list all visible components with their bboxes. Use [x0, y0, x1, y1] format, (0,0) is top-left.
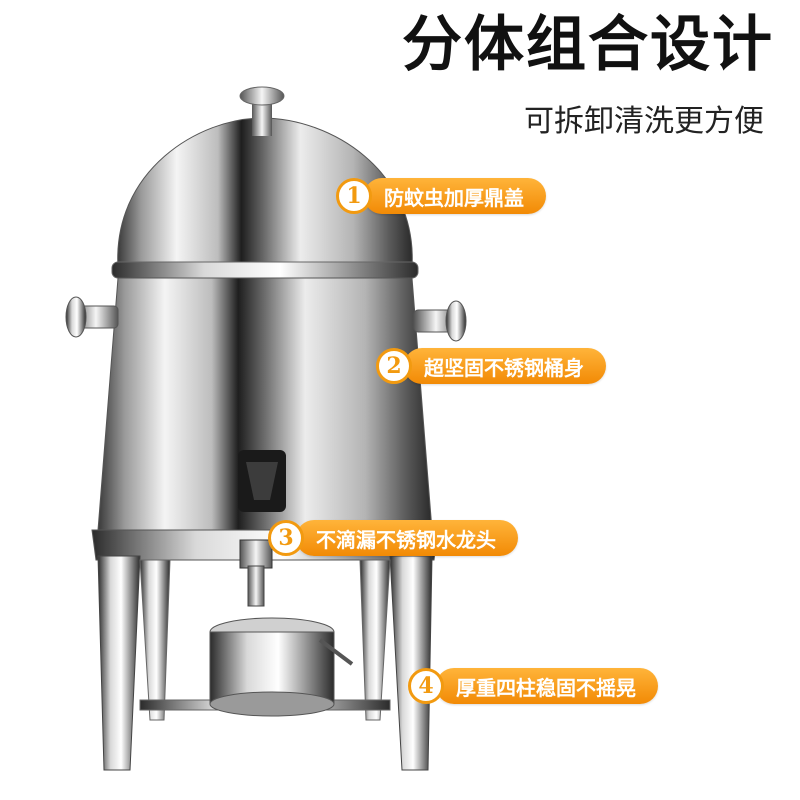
feature-label: 厚重四柱稳固不摇晃	[436, 668, 658, 704]
feature-label: 不滴漏不锈钢水龙头	[296, 520, 518, 556]
feature-callout-3: 3 不滴漏不锈钢水龙头	[268, 518, 518, 558]
feature-callout-2: 2 超坚固不锈钢桶身	[376, 346, 606, 386]
headline: 分体组合设计	[402, 10, 774, 80]
feature-callout-1: 1 防蚊虫加厚鼎盖	[336, 176, 546, 216]
feature-label: 防蚊虫加厚鼎盖	[364, 178, 546, 214]
feature-number-badge: 3	[268, 520, 304, 556]
feature-callout-4: 4 厚重四柱稳固不摇晃	[408, 666, 658, 706]
feature-number-badge: 4	[408, 668, 444, 704]
subheadline: 可拆卸清洗更方便	[524, 104, 764, 139]
feature-number-badge: 2	[376, 348, 412, 384]
feature-number-badge: 1	[336, 178, 372, 214]
feature-label: 超坚固不锈钢桶身	[404, 348, 606, 384]
